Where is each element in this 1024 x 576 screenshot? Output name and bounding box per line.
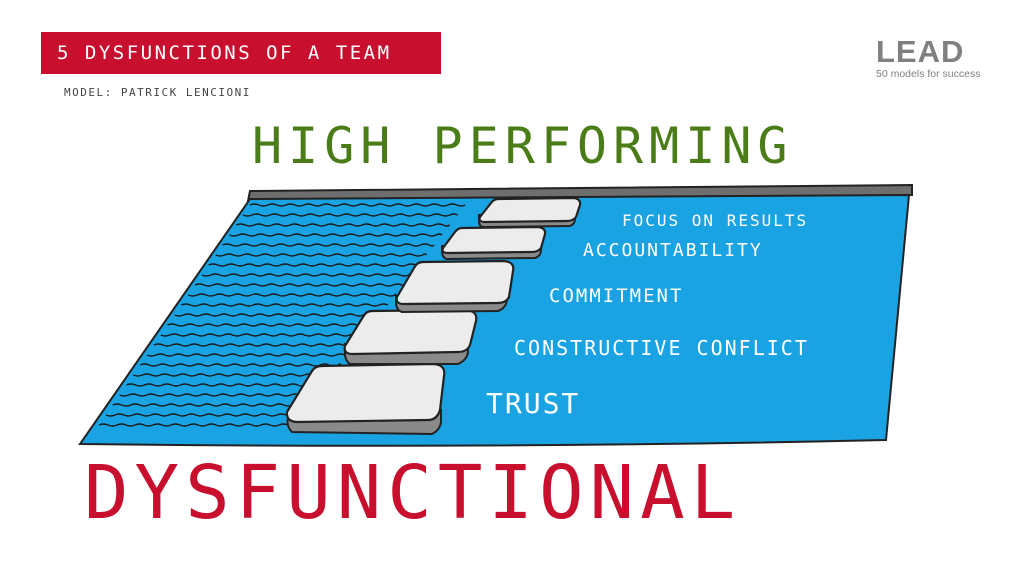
water-ripple-line: [153, 343, 358, 347]
water-ripple-line: [181, 303, 389, 307]
water-ripple-line: [112, 403, 311, 407]
far-riverbank: [246, 183, 913, 203]
water-ripple-line: [194, 283, 404, 287]
water-ripple-line: [235, 223, 451, 227]
water-ripple-line: [201, 273, 412, 277]
water-ripple-line: [139, 363, 342, 367]
stepping-stone-commitment: [395, 259, 515, 314]
level-label-trust: TRUST: [486, 387, 581, 420]
water-ripple-line: [160, 333, 365, 337]
brand-tagline: 50 models for success: [876, 68, 981, 80]
water-ripple-line: [119, 393, 319, 397]
brand-name: LEAD: [876, 34, 965, 69]
level-label-constructive-conflict: CONSTRUCTIVE CONFLICT: [514, 336, 809, 360]
water-ripple-line: [242, 213, 458, 217]
stepping-stone-constructive-conflict: [343, 308, 478, 365]
water-ripples: [98, 203, 466, 427]
water-ripple-line: [249, 203, 466, 207]
water-ripple-line: [98, 423, 296, 427]
water-ripple-line: [208, 263, 420, 267]
river-water: [78, 193, 911, 447]
water-ripple-line: [222, 243, 435, 247]
level-label-accountability: ACCOUNTABILITY: [583, 240, 763, 261]
water-ripple-line: [229, 233, 443, 237]
model-title: 5 DYSFUNCTIONS OF A TEAM: [57, 42, 392, 64]
water-ripple-line: [105, 413, 303, 417]
water-ripple-line: [133, 373, 335, 377]
water-ripple-line: [215, 253, 428, 257]
stepping-stone-trust: [285, 362, 446, 436]
water-ripple-line: [167, 323, 373, 327]
level-label-focus-on-results: FOCUS ON RESULTS: [622, 211, 809, 230]
water-ripple-line: [146, 353, 350, 357]
stepping-stone-focus-on-results: [478, 196, 582, 229]
high-performing-label: HIGH PERFORMING: [252, 117, 794, 175]
model-subtitle: MODEL: PATRICK LENCIONI: [64, 86, 251, 99]
dysfunctional-label: DYSFUNCTIONAL: [84, 450, 742, 536]
water-ripple-line: [174, 313, 381, 317]
stepping-stone-accountability: [441, 225, 547, 261]
title-banner: 5 DYSFUNCTIONS OF A TEAM: [41, 32, 441, 74]
water-ripple-line: [126, 383, 327, 387]
level-label-commitment: COMMITMENT: [549, 285, 684, 307]
water-ripple-line: [187, 293, 397, 297]
brand-logo: LEAD 50 models for success: [876, 34, 996, 81]
